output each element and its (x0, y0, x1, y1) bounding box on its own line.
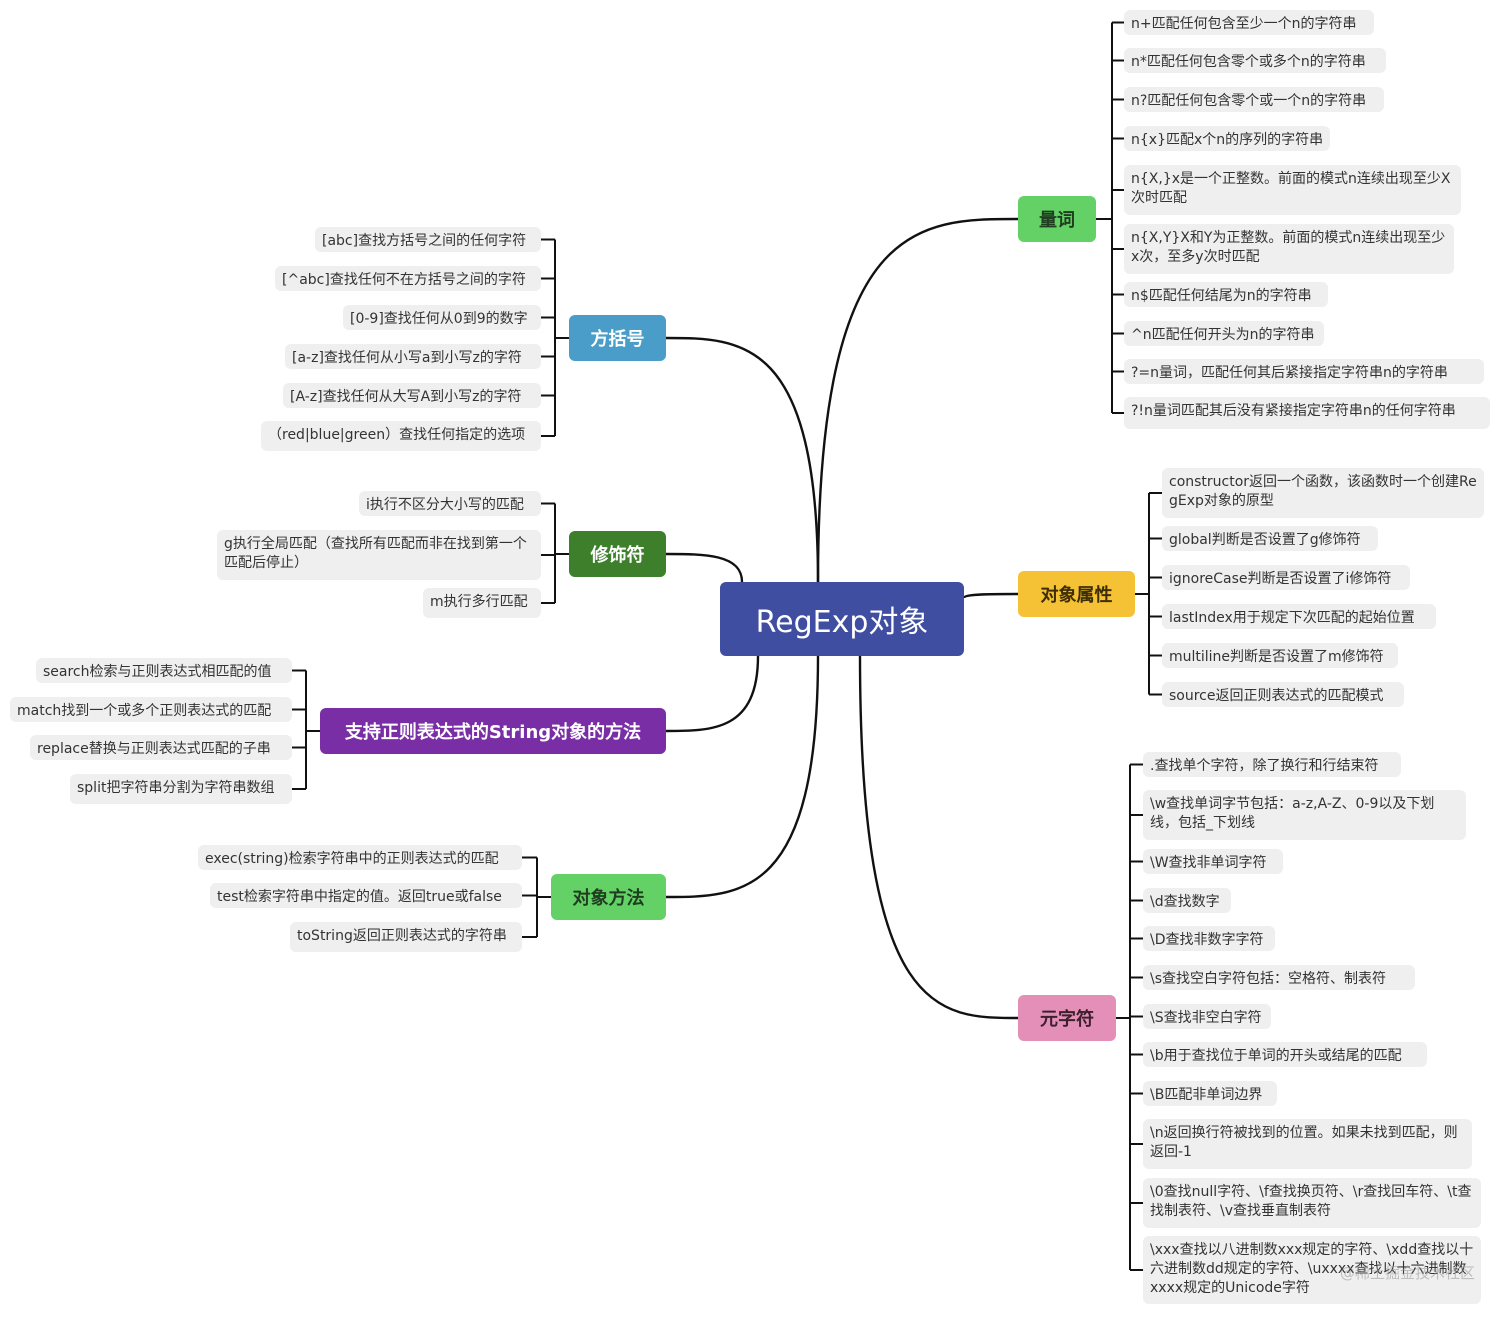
leaf-string[interactable]: split把字符串分割为字符串数组 (70, 774, 292, 804)
leaf-shuxing[interactable]: lastIndex用于规定下次匹配的起始位置 (1162, 604, 1436, 629)
branch-connector-string (665, 655, 760, 733)
central-node[interactable]: RegExp对象 (720, 582, 964, 656)
leaf-yuanzifu[interactable]: \D查找非数字字符 (1143, 926, 1275, 951)
leaf-liangci[interactable]: n{X,}x是一个正整数。前面的模式n连续出现至少X次时匹配 (1124, 165, 1461, 215)
leaf-yuanzifu[interactable]: \S查找非空白字符 (1143, 1004, 1271, 1029)
leaf-shuxing[interactable]: ignoreCase判断是否设置了i修饰符 (1162, 565, 1410, 590)
leaf-fangkuohao[interactable]: [^abc]查找任何不在方括号之间的字符 (275, 266, 541, 291)
branch-liangci[interactable]: 量词 (1018, 196, 1096, 242)
leaf-yuanzifu[interactable]: \0查找null字符、\f查找换页符、\r查找回车符、\t查找制表符、\v查找垂… (1143, 1178, 1481, 1228)
branch-label: 修饰符 (590, 545, 645, 566)
leaf-fangkuohao[interactable]: [A-z]查找任何从大写A到小写z的字符 (283, 383, 541, 408)
leaf-liangci[interactable]: n+匹配任何包含至少一个n的字符串 (1124, 10, 1374, 35)
leaf-string[interactable]: match找到一个或多个正则表达式的匹配 (10, 697, 292, 722)
branch-fangfa[interactable]: 对象方法 (551, 874, 666, 920)
leaf-yuanzifu[interactable]: \b用于查找位于单词的开头或结尾的匹配 (1143, 1042, 1427, 1067)
leaf-liangci[interactable]: n{X,Y}X和Y为正整数。前面的模式n连续出现至少x次，至多y次时匹配 (1124, 224, 1454, 274)
leaf-fangkuohao[interactable]: [abc]查找方括号之间的任何字符 (315, 227, 541, 252)
watermark: @稀土掘金技术社区 (1340, 1264, 1476, 1282)
leaf-yuanzifu[interactable]: \xxx查找以八进制数xxx规定的字符、\xdd查找以十六进制数dd规定的字符、… (1143, 1236, 1481, 1304)
branch-fangkuohao[interactable]: 方括号 (569, 315, 666, 361)
branch-label: 元字符 (1040, 1009, 1094, 1030)
leaf-fangkuohao[interactable]: （red|blue|green）查找任何指定的选项 (261, 421, 541, 451)
branch-shuxing[interactable]: 对象属性 (1018, 571, 1135, 617)
leaf-liangci[interactable]: n*匹配任何包含零个或多个n的字符串 (1124, 48, 1386, 73)
leaf-fangfa[interactable]: exec(string)检索字符串中的正则表达式的匹配 (198, 845, 522, 870)
branch-label: 对象方法 (572, 888, 645, 909)
leaf-shuxing[interactable]: source返回正则表达式的匹配模式 (1162, 682, 1404, 707)
leaf-xiushifu[interactable]: m执行多行匹配 (423, 588, 541, 618)
leaf-liangci[interactable]: n?匹配任何包含零个或一个n的字符串 (1124, 87, 1384, 112)
leaf-shuxing[interactable]: multiline判断是否设置了m修饰符 (1162, 643, 1398, 668)
leaf-liangci[interactable]: ^n匹配任何开头为n的字符串 (1124, 321, 1324, 346)
branch-connector-fangkuohao (665, 336, 820, 583)
leaf-liangci[interactable]: n{x}匹配x个n的序列的字符串 (1124, 126, 1330, 151)
leaf-yuanzifu[interactable]: \W查找非单词字符 (1143, 849, 1283, 874)
leaf-fangfa[interactable]: toString返回正则表达式的字符串 (290, 922, 522, 952)
branch-connector-fangfa (665, 655, 820, 899)
leaf-liangci[interactable]: ?!n量词匹配其后没有紧接指定字符串n的任何字符串 (1124, 397, 1490, 429)
leaf-yuanzifu[interactable]: \s查找空白字符包括：空格符、制表符 (1143, 965, 1415, 990)
branch-label: 量词 (1039, 210, 1075, 231)
branch-string[interactable]: 支持正则表达式的String对象的方法 (320, 708, 666, 754)
leaf-yuanzifu[interactable]: \w查找单词字节包括：a-z,A-Z、0-9以及下划线，包括_下划线 (1143, 790, 1466, 840)
leaf-fangkuohao[interactable]: [a-z]查找任何从小写a到小写z的字符 (285, 344, 541, 369)
leaf-string[interactable]: search检索与正则表达式相匹配的值 (36, 658, 292, 683)
leaf-liangci[interactable]: ?=n量词，匹配任何其后紧接指定字符串n的字符串 (1124, 359, 1484, 384)
branch-label: 支持正则表达式的String对象的方法 (344, 722, 642, 743)
branch-connector-shuxing (962, 592, 1019, 600)
leaf-string[interactable]: replace替换与正则表达式匹配的子串 (30, 735, 292, 760)
leaf-shuxing[interactable]: constructor返回一个函数，该函数时一个创建RegExp对象的原型 (1162, 468, 1484, 518)
leaf-yuanzifu[interactable]: \d查找数字 (1143, 888, 1231, 913)
leaf-yuanzifu[interactable]: \B匹配非单词边界 (1143, 1081, 1277, 1106)
branch-connector-xiushifu (665, 552, 744, 583)
branch-connector-yuanzifu (858, 655, 1019, 1020)
leaf-yuanzifu[interactable]: .查找单个字符，除了换行和行结束符 (1143, 752, 1401, 777)
branch-connector-liangci (816, 217, 1019, 583)
leaf-liangci[interactable]: n$匹配任何结尾为n的字符串 (1124, 282, 1328, 307)
leaf-yuanzifu[interactable]: \n返回换行符被找到的位置。如果未找到匹配，则返回-1 (1143, 1119, 1472, 1169)
leaf-shuxing[interactable]: global判断是否设置了g修饰符 (1162, 526, 1378, 551)
leaf-fangfa[interactable]: test检索字符串中指定的值。返回true或false (210, 883, 522, 908)
branch-label: 对象属性 (1040, 585, 1113, 606)
leaf-xiushifu[interactable]: g执行全局匹配（查找所有匹配而非在找到第一个匹配后停止） (217, 530, 541, 580)
branch-yuanzifu[interactable]: 元字符 (1018, 995, 1116, 1041)
leaf-fangkuohao[interactable]: [0-9]查找任何从0到9的数字 (343, 305, 541, 330)
branch-label: 方括号 (590, 329, 645, 350)
central-label: RegExp对象 (755, 605, 929, 640)
branch-xiushifu[interactable]: 修饰符 (569, 531, 666, 577)
leaf-xiushifu[interactable]: i执行不区分大小写的匹配 (359, 491, 541, 516)
